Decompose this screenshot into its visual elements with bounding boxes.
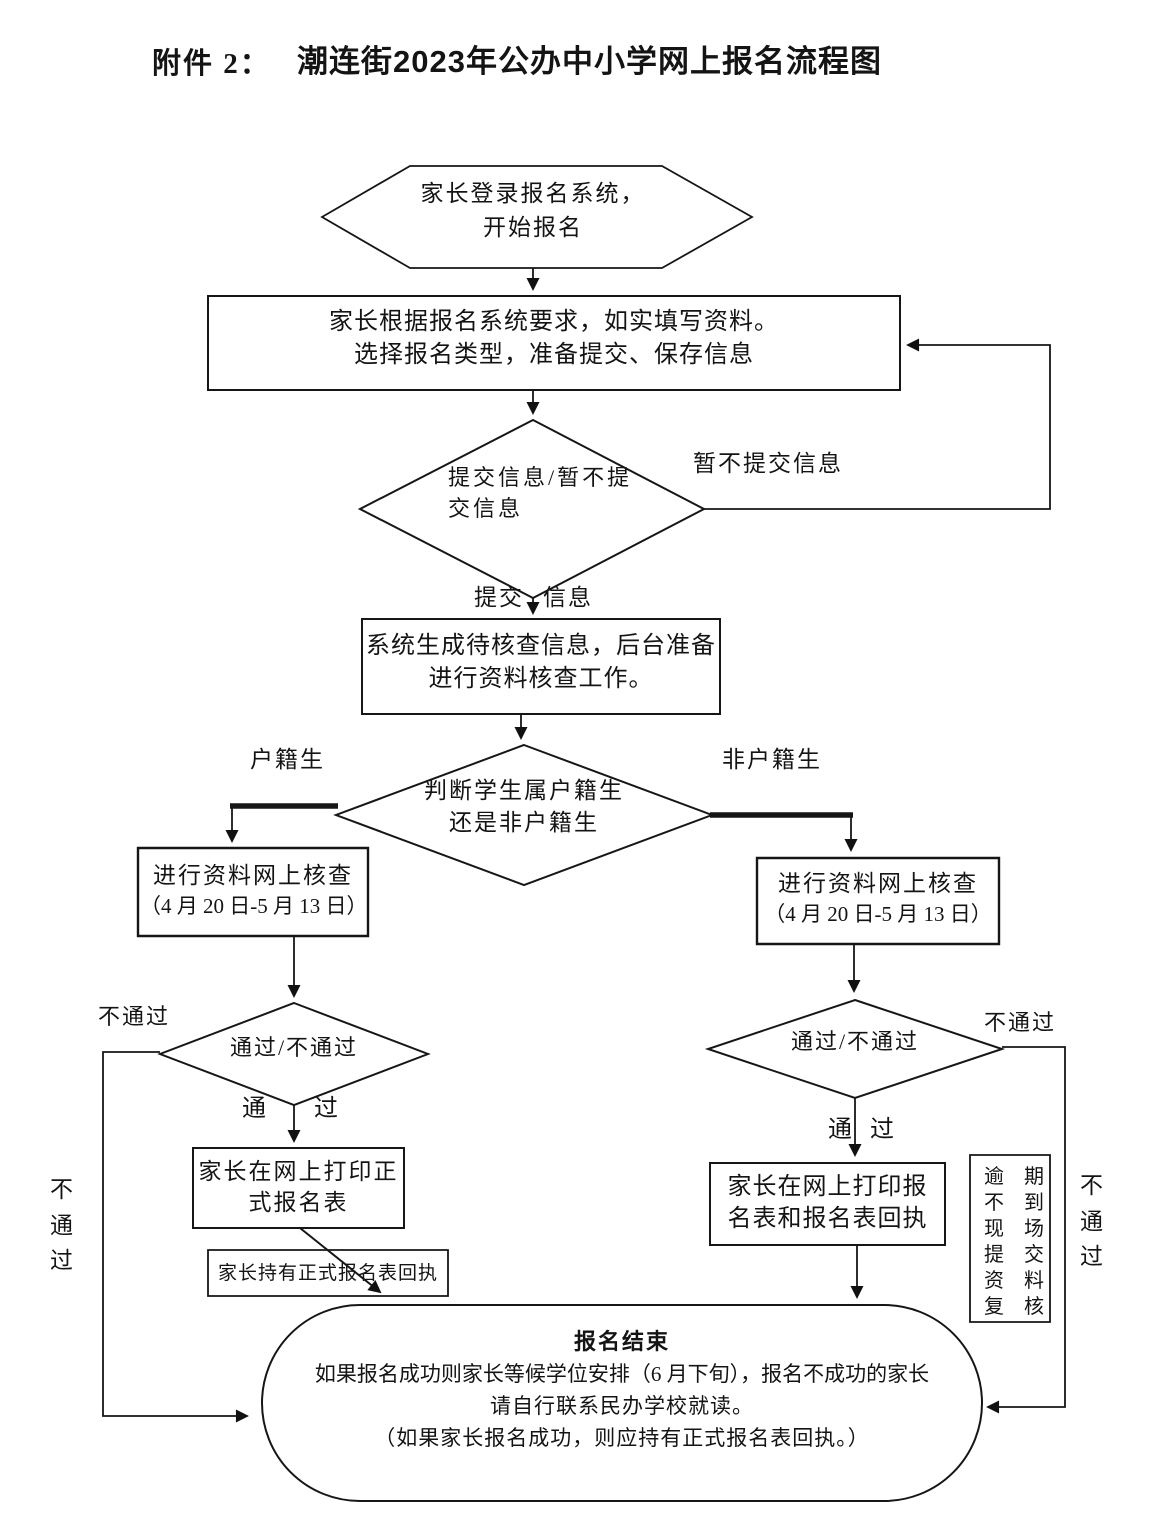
review-right-line1: 进行资料网上核查 [778,871,978,896]
fail-left-line [103,1052,249,1423]
household-decision-diamond [336,745,712,885]
fill-info-line1: 家长根据报名系统要求，如实填写资料。 [329,309,779,335]
review-left-box [138,848,368,936]
print-left-line2: 式报名表 [248,1190,349,1215]
resubmit-loop-line [704,338,1050,509]
edge-label-pass-left-char1: 通 [242,1096,268,1122]
edge-label-fail-right: 不通过 [984,1010,1057,1035]
page-title: 潮连街2023年公办中小学网上报名流程图 [297,44,882,79]
pass-decision-left-label: 通过/不通过 [229,1035,359,1060]
start-line2: 开始报名 [483,215,583,240]
edge-label-not-submit: 暂不提交信息 [693,451,843,476]
edge-label-fail-left-vertical: 不通过 [50,1177,73,1274]
submit-decision-line2: 交信息 [448,496,524,521]
edge-label-pass-right-char1: 通 [828,1117,854,1143]
attachment-label: 附件 2： [152,48,271,80]
edge-label-submit-part2: 信息 [543,585,593,610]
edge-label-non-household: 非户籍生 [722,747,822,772]
print-right-box [710,1163,945,1245]
overdue-row: 复核 [984,1296,1064,1318]
diagonal-arrow-left-to-end [300,1228,382,1294]
household-decision-line1: 判断学生属户籍生 [424,778,624,803]
review-right-box [757,858,999,944]
end-stadium [262,1305,982,1501]
receipt-left-label: 家长持有正式报名表回执 [217,1263,438,1284]
fail-right-line [986,1047,1065,1414]
generate-line2: 进行资料核查工作。 [428,666,654,692]
review-right-line2: （4 月 20 日-5 月 13 日） [764,902,992,926]
generate-box [362,619,720,714]
generate-line1: 系统生成待核查信息，后台准备 [366,633,716,659]
review-left-line1: 进行资料网上核查 [153,863,353,888]
fill-info-line2: 选择报名类型，准备提交、保存信息 [354,342,754,368]
household-decision-line2: 还是非户籍生 [449,810,599,835]
overdue-row: 现场 [984,1218,1064,1240]
submit-decision-line1: 提交信息/暂不提 [448,465,633,490]
end-line2: 请自行联系民办学校就读。 [490,1394,754,1418]
start-line1: 家长登录报名系统， [420,181,646,206]
print-left-line1: 家长在网上打印正 [198,1159,399,1184]
overdue-row: 提交 [984,1244,1064,1266]
edge-label-fail-left: 不通过 [98,1004,171,1029]
end-line3: （如果家长报名成功，则应持有正式报名表回执。） [374,1426,870,1450]
print-right-line1: 家长在网上打印报 [727,1174,928,1200]
overdue-row: 逾期 [984,1166,1064,1188]
print-right-line2: 名表和报名表回执 [727,1206,928,1232]
start-hexagon [322,166,752,268]
submit-decision-diamond [360,420,704,598]
end-line1: 如果报名成功则家长等候学位安排（6 月下旬），报名不成功的家长 [314,1362,930,1386]
edge-label-household: 户籍生 [250,747,325,772]
end-title: 报名结束 [573,1329,670,1354]
edge-label-submit-part1: 提交 [474,585,524,610]
overdue-note-box [970,1155,1050,1322]
print-left-box [193,1148,404,1228]
overdue-row: 资料 [984,1270,1064,1292]
edge-label-pass-right-char2: 过 [870,1117,896,1143]
edge-label-pass-left-char2: 过 [314,1096,340,1122]
edge-label-fail-right-vertical: 不通过 [1080,1173,1103,1270]
review-left-line2: （4 月 20 日-5 月 13 日） [140,894,368,918]
fill-info-box [208,296,900,390]
overdue-row: 不到 [984,1192,1064,1214]
pass-decision-right-label: 通过/不通过 [790,1029,920,1054]
